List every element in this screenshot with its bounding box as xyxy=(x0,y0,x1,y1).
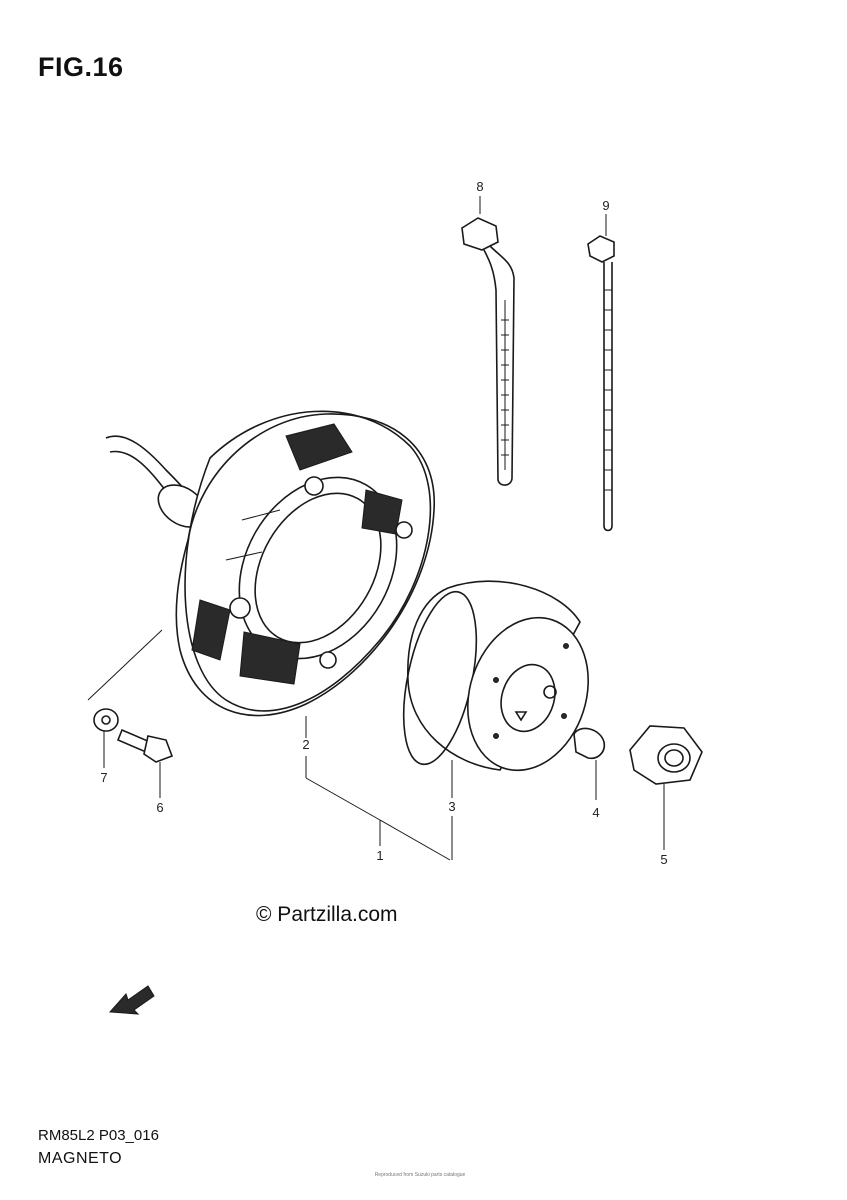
stator-assembly xyxy=(105,410,435,717)
callout-9: 9 xyxy=(602,198,610,213)
partzilla-watermark: © Partzilla.com xyxy=(256,903,398,926)
cable-tie-narrow xyxy=(587,235,615,532)
forward-arrow-icon xyxy=(108,985,155,1015)
diagram-name: MAGNETO xyxy=(38,1150,123,1167)
fine-print: Reproduced from Suzuki parts catalogue xyxy=(374,1172,466,1178)
woodruff-key xyxy=(573,727,606,760)
rotor-flywheel xyxy=(402,580,589,772)
figure-title: FIG.16 xyxy=(38,52,124,82)
diagram-code: RM85L2 P03_016 xyxy=(38,1127,159,1144)
cable-tie-wide xyxy=(461,217,515,486)
callout-3: 3 xyxy=(448,799,456,814)
leader-lines xyxy=(87,196,665,861)
rotor-nut xyxy=(629,725,703,785)
washer xyxy=(93,708,119,732)
callout-5: 5 xyxy=(660,852,668,867)
callout-1: 1 xyxy=(376,848,384,863)
callout-7: 7 xyxy=(100,770,108,785)
callout-6: 6 xyxy=(156,800,164,815)
bolt xyxy=(116,728,174,763)
callout-4: 4 xyxy=(592,805,600,820)
callout-2: 2 xyxy=(302,737,310,752)
callout-8: 8 xyxy=(476,179,484,194)
